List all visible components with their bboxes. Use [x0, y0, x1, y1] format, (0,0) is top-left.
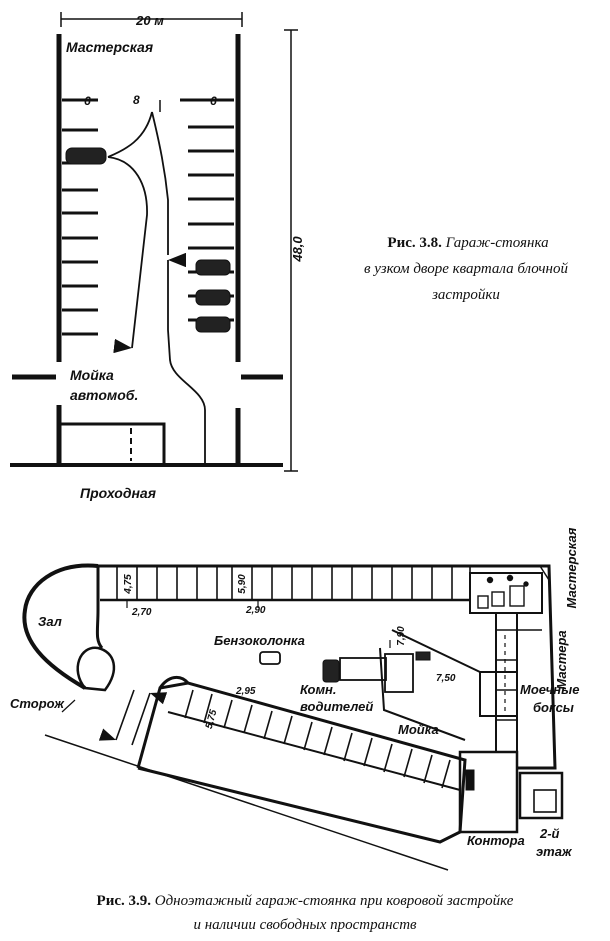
fig39-caption-text1: Одноэтажный гараж-стоянка при ковровой з… — [155, 893, 514, 909]
fig39-caption-number: Рис. 3.9. — [97, 893, 152, 909]
fig38-caption-line3: застройки — [431, 287, 500, 303]
car-icon — [259, 651, 281, 665]
fig38-caption-line1: Рис. 3.8. Гараж-стоянка — [387, 235, 548, 251]
fig38-caption-text1: Гараж-стоянка — [445, 235, 549, 251]
fig39-label-drivers-line1: Комн. — [300, 682, 337, 697]
dim-590: 5,90 — [237, 574, 248, 594]
fig38-label-row-left: 6 — [84, 94, 91, 108]
fig39-caption-line2: и наличии свободных пространств — [193, 917, 417, 933]
fig38-label-row-right: 6 — [210, 94, 217, 108]
dim-295: 2,95 — [235, 686, 256, 697]
bus-icon — [322, 659, 340, 683]
car-icon — [195, 259, 231, 276]
dim-290: 2,90 — [245, 605, 266, 616]
fig38-caption-number: Рис. 3.8. — [387, 235, 442, 251]
fig38-right-stalls — [180, 98, 234, 322]
fig38-label-wash-line2: автомоб. — [70, 387, 138, 403]
fig38-cars — [65, 147, 231, 333]
dim-575: 5,75 — [204, 708, 220, 730]
dim-475: 4,75 — [123, 574, 134, 595]
fig39-label-floor2-line1: 2-й — [539, 826, 560, 841]
fig39-label-drivers-line2: водителей — [300, 699, 373, 714]
fig39-vehicles — [259, 651, 431, 683]
fig39-plan — [22, 563, 564, 871]
fig39-label-workshop: Мастерская — [564, 527, 579, 608]
fig39-label-guard: Сторож — [10, 696, 65, 711]
fig39-label-washboxes-line2: боксы — [533, 700, 574, 715]
fig39-label-fuel: Бензоколонка — [214, 633, 305, 648]
fig38-dim-length: 48,0 — [290, 236, 305, 263]
fig38-label-wash-line1: Мойка — [70, 367, 114, 383]
car-icon — [65, 147, 107, 165]
fig39-label-masters: Мастера — [554, 630, 569, 689]
fig38-left-stalls — [62, 98, 98, 336]
fig39-label-office: Контора — [467, 833, 525, 848]
fig38-label-workshop: Мастерская — [66, 39, 153, 55]
fig39-dimensions: 4,75 2,70 5,90 2,90 7,90 7,50 2,95 5,75 — [123, 574, 456, 730]
fig39-label-washboxes-line1: Моечные — [520, 682, 579, 697]
fig39-label-hall: Зал — [38, 614, 62, 629]
fig38-caption-line2: в узком дворе квартала блочной — [364, 261, 568, 277]
fig39-workshop-equipment — [477, 574, 529, 609]
pump-icon — [415, 651, 431, 661]
fig38-dim-width: 20 м — [135, 13, 164, 28]
fig39-label-floor2-line2: этаж — [536, 844, 573, 859]
dim-790: 7,90 — [396, 626, 407, 646]
fig38-label-aisle: 8 — [133, 93, 140, 107]
dim-270: 2,70 — [131, 607, 152, 618]
car-icon — [195, 316, 231, 333]
car-icon — [195, 289, 231, 306]
dim-750: 7,50 — [436, 673, 456, 684]
fig39-label-wash: Мойка — [398, 722, 439, 737]
fig39-caption-line1: Рис. 3.9. Одноэтажный гараж-стоянка при … — [97, 893, 514, 909]
fig38-label-checkpoint: Проходная — [80, 485, 156, 501]
fig38-plan — [10, 12, 298, 472]
